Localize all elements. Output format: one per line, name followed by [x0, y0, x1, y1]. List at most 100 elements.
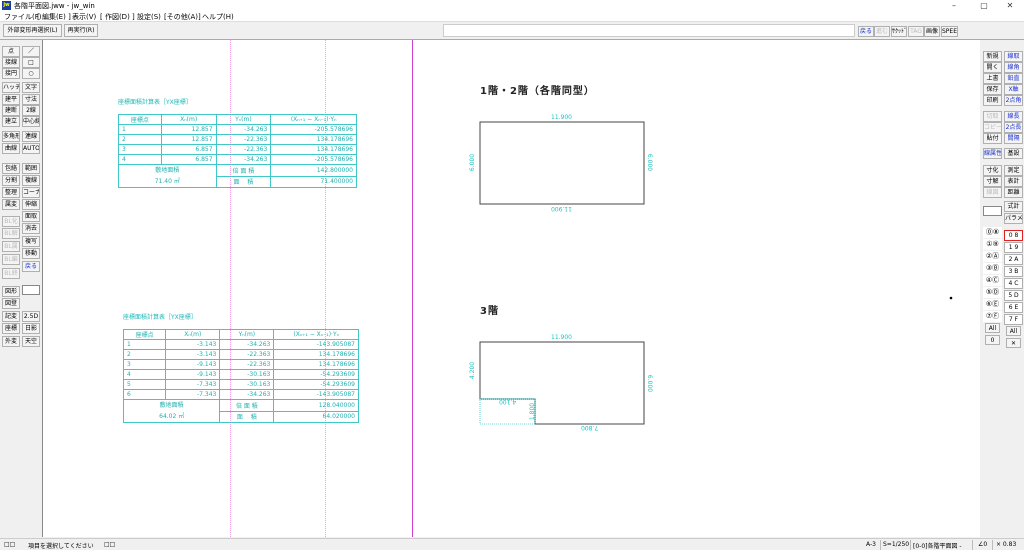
tool-b-7[interactable]: 連線: [22, 131, 40, 142]
layer-group-4[interactable]: ④Ⓒ: [983, 275, 1002, 286]
menu-view[interactable]: 表示(V): [72, 13, 97, 21]
rtool-8[interactable]: 線属性: [983, 148, 1002, 159]
rtool-4[interactable]: 印刷: [983, 95, 1002, 106]
tool-b-17[interactable]: 戻る: [22, 261, 40, 272]
tool-b-14[interactable]: 消去: [22, 223, 40, 234]
rtool-6[interactable]: コピー: [983, 122, 1002, 133]
tool-b-19[interactable]: 日影: [22, 323, 40, 334]
rtool-b-10[interactable]: 表計: [1004, 176, 1023, 187]
tool-b-6[interactable]: 中心線: [22, 116, 40, 127]
rtool-10[interactable]: 寸解: [983, 176, 1002, 187]
tool-b-13[interactable]: 面取: [22, 211, 40, 222]
layer-7[interactable]: 7 F: [1004, 314, 1023, 325]
rtool-b-1[interactable]: 線角: [1004, 62, 1023, 73]
layer-name[interactable]: [0-0]各階平面図 -: [913, 543, 962, 550]
tool-0[interactable]: 点: [2, 46, 20, 57]
menu-help[interactable]: ヘルプ(H): [202, 13, 234, 21]
tool-21[interactable]: 座標: [2, 323, 20, 334]
line-style-box-right[interactable]: [983, 206, 1002, 216]
rtool-3[interactable]: 保存: [983, 84, 1002, 95]
layer-0[interactable]: 0 8: [1004, 230, 1023, 241]
top-tool-3[interactable]: TAG: [908, 26, 924, 37]
tool-5[interactable]: 建断: [2, 105, 20, 116]
tool-12[interactable]: 属変: [2, 199, 20, 210]
layer-group-7[interactable]: ⑦Ⓕ: [983, 311, 1002, 322]
minimize-button[interactable]: –: [952, 1, 956, 10]
rtool-b-4[interactable]: 2点角: [1004, 95, 1023, 106]
tool-20[interactable]: 記変: [2, 311, 20, 322]
rtool-b-6[interactable]: 2点長: [1004, 122, 1023, 133]
layer-2[interactable]: 2 A: [1004, 254, 1023, 265]
tool-b-10[interactable]: 複線: [22, 175, 40, 186]
tool-b-3[interactable]: 文字: [22, 82, 40, 93]
tool-b-11[interactable]: コーナー: [22, 187, 40, 198]
rtool-5[interactable]: 切取: [983, 111, 1002, 122]
tool-9[interactable]: 包絡: [2, 163, 20, 174]
tool-b-8[interactable]: AUTO: [22, 143, 40, 154]
layer-1[interactable]: 1 9: [1004, 242, 1023, 253]
rtool-11[interactable]: 線図: [983, 187, 1002, 198]
tool-b-16[interactable]: 移動: [22, 248, 40, 259]
tool-15[interactable]: BL属: [2, 241, 20, 252]
tool-19[interactable]: 図登: [2, 298, 20, 309]
close-button[interactable]: ✕: [1006, 1, 1014, 10]
maximize-button[interactable]: ▢: [980, 1, 988, 10]
layer-group-5[interactable]: ⑤Ⓓ: [983, 287, 1002, 298]
rtool-2[interactable]: 上書: [983, 73, 1002, 84]
rerun-button[interactable]: 再実行(R): [64, 24, 98, 37]
rtool-b-9[interactable]: 測定: [1004, 165, 1023, 176]
command-input[interactable]: [443, 24, 855, 37]
all-layer-groups-button[interactable]: All: [985, 323, 1000, 333]
tool-b-4[interactable]: 寸法: [22, 94, 40, 105]
tool-18[interactable]: 図形: [2, 286, 20, 297]
rtool-b-5[interactable]: 線長: [1004, 111, 1023, 122]
paper-size[interactable]: A-3: [866, 541, 876, 548]
tool-b-15[interactable]: 複写: [22, 236, 40, 247]
rtool-b-2[interactable]: 鉛直: [1004, 73, 1023, 84]
rtool-b-3[interactable]: X軸: [1004, 84, 1023, 95]
tool-1[interactable]: 接線: [2, 57, 20, 68]
tool-8[interactable]: 曲線: [2, 143, 20, 154]
rtool-1[interactable]: 開く: [983, 62, 1002, 73]
angle[interactable]: ∠0: [978, 541, 988, 548]
tool-14[interactable]: BL解: [2, 228, 20, 239]
layer-6[interactable]: 6 E: [1004, 302, 1023, 313]
rtool-7[interactable]: 貼付: [983, 133, 1002, 144]
layer-cross-button[interactable]: ✕: [1006, 338, 1021, 348]
tool-b-5[interactable]: 2線: [22, 105, 40, 116]
layer-group-zero-button[interactable]: 0: [985, 335, 1000, 345]
layer-4[interactable]: 4 C: [1004, 278, 1023, 289]
tool-22[interactable]: 外変: [2, 336, 20, 347]
zoom-level[interactable]: × 0.83: [996, 541, 1017, 548]
rtool-b-7[interactable]: 間隔: [1004, 133, 1023, 144]
top-tool-0[interactable]: 戻る: [858, 26, 874, 37]
top-tool-4[interactable]: 画像: [924, 26, 940, 37]
layer-group-1[interactable]: ①⑨: [983, 239, 1002, 250]
tool-b-2[interactable]: ○: [22, 68, 40, 79]
tool-b-0[interactable]: ／: [22, 46, 40, 57]
reselect-external-button[interactable]: 外部変形再選択(L): [3, 24, 62, 37]
layer-group-2[interactable]: ②Ⓐ: [983, 251, 1002, 262]
rtool-b-11[interactable]: 距離: [1004, 187, 1023, 198]
menu-settings[interactable]: 設定(S): [137, 13, 161, 21]
rtool-b-12[interactable]: 式計: [1004, 201, 1023, 212]
tool-2[interactable]: 接円: [2, 68, 20, 79]
layer-3[interactable]: 3 B: [1004, 266, 1023, 277]
rtool-b-0[interactable]: 線取: [1004, 51, 1023, 62]
rtool-b-8[interactable]: 基設: [1004, 148, 1023, 159]
menu-other[interactable]: [その他(A)]: [164, 13, 201, 21]
tool-b-20[interactable]: 天空: [22, 336, 40, 347]
tool-b-1[interactable]: □: [22, 57, 40, 68]
tool-10[interactable]: 分割: [2, 175, 20, 186]
tool-6[interactable]: 建立: [2, 116, 20, 127]
menu-file[interactable]: ファイル(F): [4, 13, 42, 21]
layer-group-3[interactable]: ③Ⓑ: [983, 263, 1002, 274]
rtool-b-13[interactable]: パラメ: [1004, 213, 1023, 224]
line-style-box[interactable]: [22, 285, 40, 295]
tool-3[interactable]: ハッチ: [2, 82, 20, 93]
scale[interactable]: S=1/250: [883, 541, 910, 548]
tool-17[interactable]: BL終: [2, 268, 20, 279]
menu-edit[interactable]: [ 編集(E) ]: [37, 13, 71, 21]
tool-4[interactable]: 建平: [2, 94, 20, 105]
